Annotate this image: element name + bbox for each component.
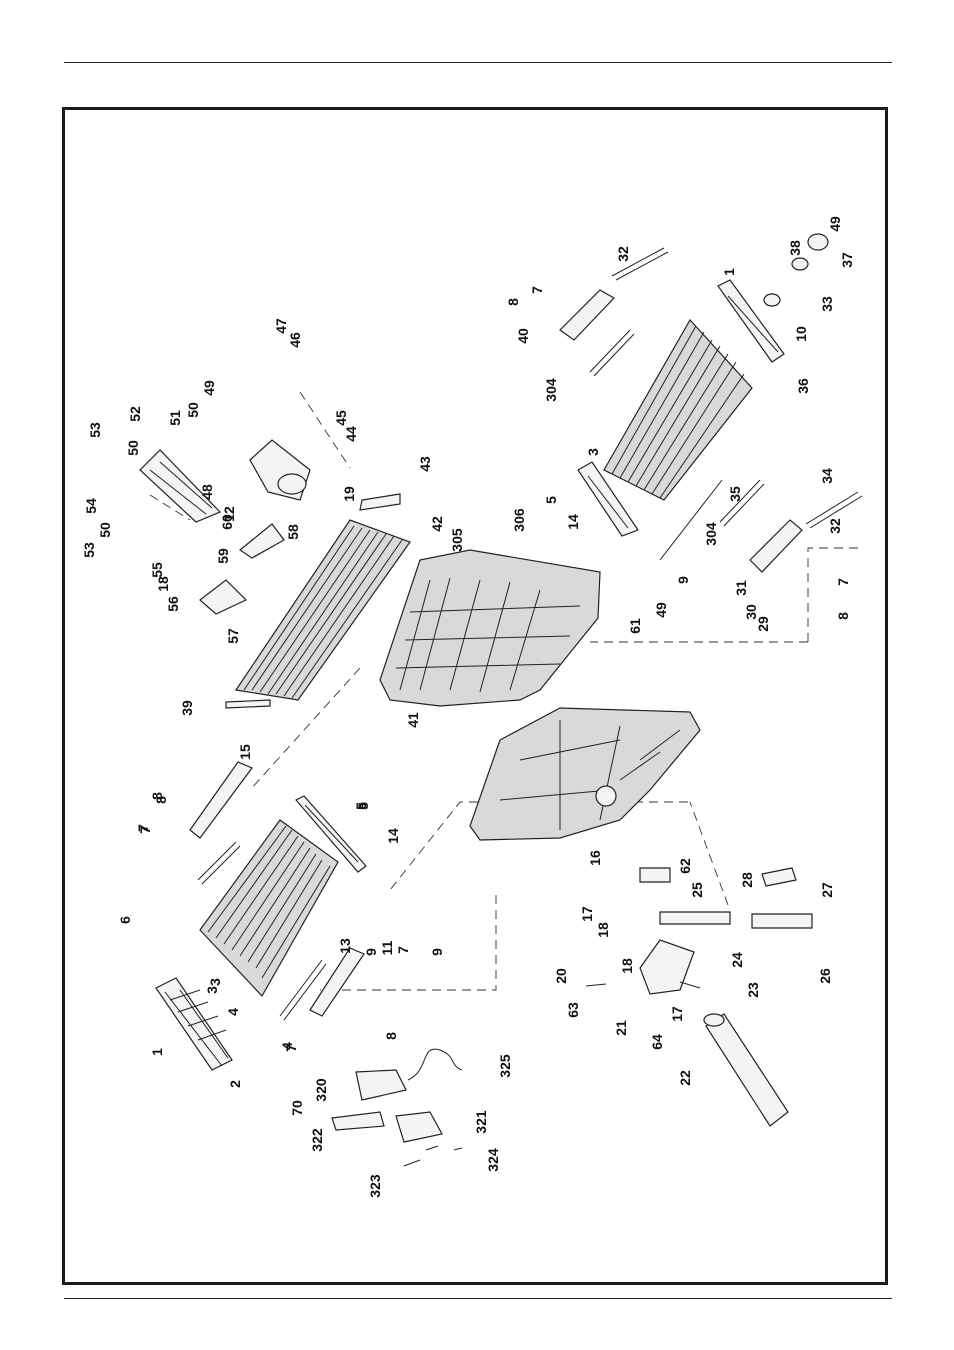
part-label: 8 (153, 796, 169, 804)
part-label: 39 (179, 700, 195, 716)
part-label: 50 (125, 440, 141, 456)
part-label: 305 (449, 528, 465, 552)
part-label: 325 (497, 1054, 513, 1078)
part-label: 62 (677, 858, 693, 874)
part-label: 26 (817, 968, 833, 984)
part-label: 52 (127, 406, 143, 422)
part-label: 37 (839, 252, 855, 268)
part-label: 5 (543, 496, 559, 504)
part-label: 19 (341, 486, 357, 502)
part-label: 33 (819, 296, 835, 312)
part-label: 48 (199, 484, 215, 500)
part-label: 40 (515, 328, 531, 344)
part-label: 54 (83, 498, 99, 514)
part-label: 304 (703, 522, 719, 546)
part-label: 8 (505, 298, 521, 306)
part-label: 17 (579, 906, 595, 922)
part-label: 61 (627, 618, 643, 634)
part-label: 320 (313, 1078, 329, 1102)
part-label: 10 (793, 326, 809, 342)
part-label: 32 (827, 518, 843, 534)
part-label: 15 (237, 744, 253, 760)
part-label: 36 (795, 378, 811, 394)
part-label: 23 (745, 982, 761, 998)
part-label: 3 (207, 978, 223, 986)
part-label: 43 (417, 456, 433, 472)
part-label: 57 (225, 628, 241, 644)
part-label: 50 (97, 522, 113, 538)
part-label: 32 (615, 246, 631, 262)
part-label: 27 (819, 882, 835, 898)
part-label: 53 (87, 422, 103, 438)
part-label: 41 (405, 712, 421, 728)
part-label: 4 (225, 1008, 241, 1016)
part-label: 64 (649, 1034, 665, 1050)
part-label: 53 (81, 542, 97, 558)
part-label: 7 (529, 286, 545, 294)
part-label: 50 (185, 402, 201, 418)
part-label: 7 (835, 578, 851, 586)
part-label: 21 (613, 1020, 629, 1036)
part-label: 3 (585, 448, 601, 456)
part-label: 14 (385, 828, 401, 844)
part-label: 47 (273, 318, 289, 334)
part-label: 18 (619, 958, 635, 974)
part-label: 18 (595, 922, 611, 938)
part-label: 35 (727, 486, 743, 502)
part-label: 34 (819, 468, 835, 484)
part-label: 46 (287, 332, 303, 348)
part-label: 3 (204, 986, 220, 994)
part-label: 42 (429, 516, 445, 532)
part-label: 9 (363, 948, 379, 956)
part-label: 7 (137, 826, 153, 834)
part-label: 55 (149, 562, 165, 578)
part-label: 304 (543, 378, 559, 402)
part-label: 7 (283, 1044, 299, 1052)
part-label: 20 (553, 968, 569, 984)
part-label: 17 (669, 1006, 685, 1022)
part-label: 22 (677, 1070, 693, 1086)
part-label: 70 (289, 1100, 305, 1116)
part-label: 2 (227, 1080, 243, 1088)
part-label: 44 (343, 426, 359, 442)
part-label: 9 (675, 576, 691, 584)
part-label: 5 (355, 802, 371, 810)
part-label: 13 (337, 938, 353, 954)
part-label: 56 (165, 596, 181, 612)
part-label: 31 (733, 580, 749, 596)
part-label: 51 (167, 410, 183, 426)
part-label: 321 (473, 1110, 489, 1134)
part-label: 60 (219, 514, 235, 530)
part-label: 38 (787, 240, 803, 256)
part-label: 1 (721, 268, 737, 276)
part-label: 11 (379, 940, 395, 955)
part-label: 1 (149, 1048, 165, 1056)
part-label: 24 (729, 952, 745, 968)
part-label: 49 (827, 216, 843, 232)
part-label: 6 (117, 916, 133, 924)
part-label: 14 (565, 514, 581, 530)
part-label: 324 (485, 1148, 501, 1172)
part-label: 9 (429, 948, 445, 956)
part-label: 16 (587, 850, 603, 866)
part-label: 63 (565, 1002, 581, 1018)
part-label: 323 (367, 1174, 383, 1198)
part-label: 58 (285, 524, 301, 540)
part-label: 29 (755, 616, 771, 632)
part-label: 7 (395, 946, 411, 954)
part-label: 28 (739, 872, 755, 888)
part-label: 8 (383, 1032, 399, 1040)
part-label: 8 (835, 612, 851, 620)
part-label: 322 (309, 1128, 325, 1152)
part-label: 59 (215, 548, 231, 564)
part-label: 49 (653, 602, 669, 618)
part-label: 49 (201, 380, 217, 396)
part-label: 25 (689, 882, 705, 898)
part-label: 306 (511, 508, 527, 532)
part-label: 45 (333, 410, 349, 426)
part-label: 18 (155, 576, 171, 592)
